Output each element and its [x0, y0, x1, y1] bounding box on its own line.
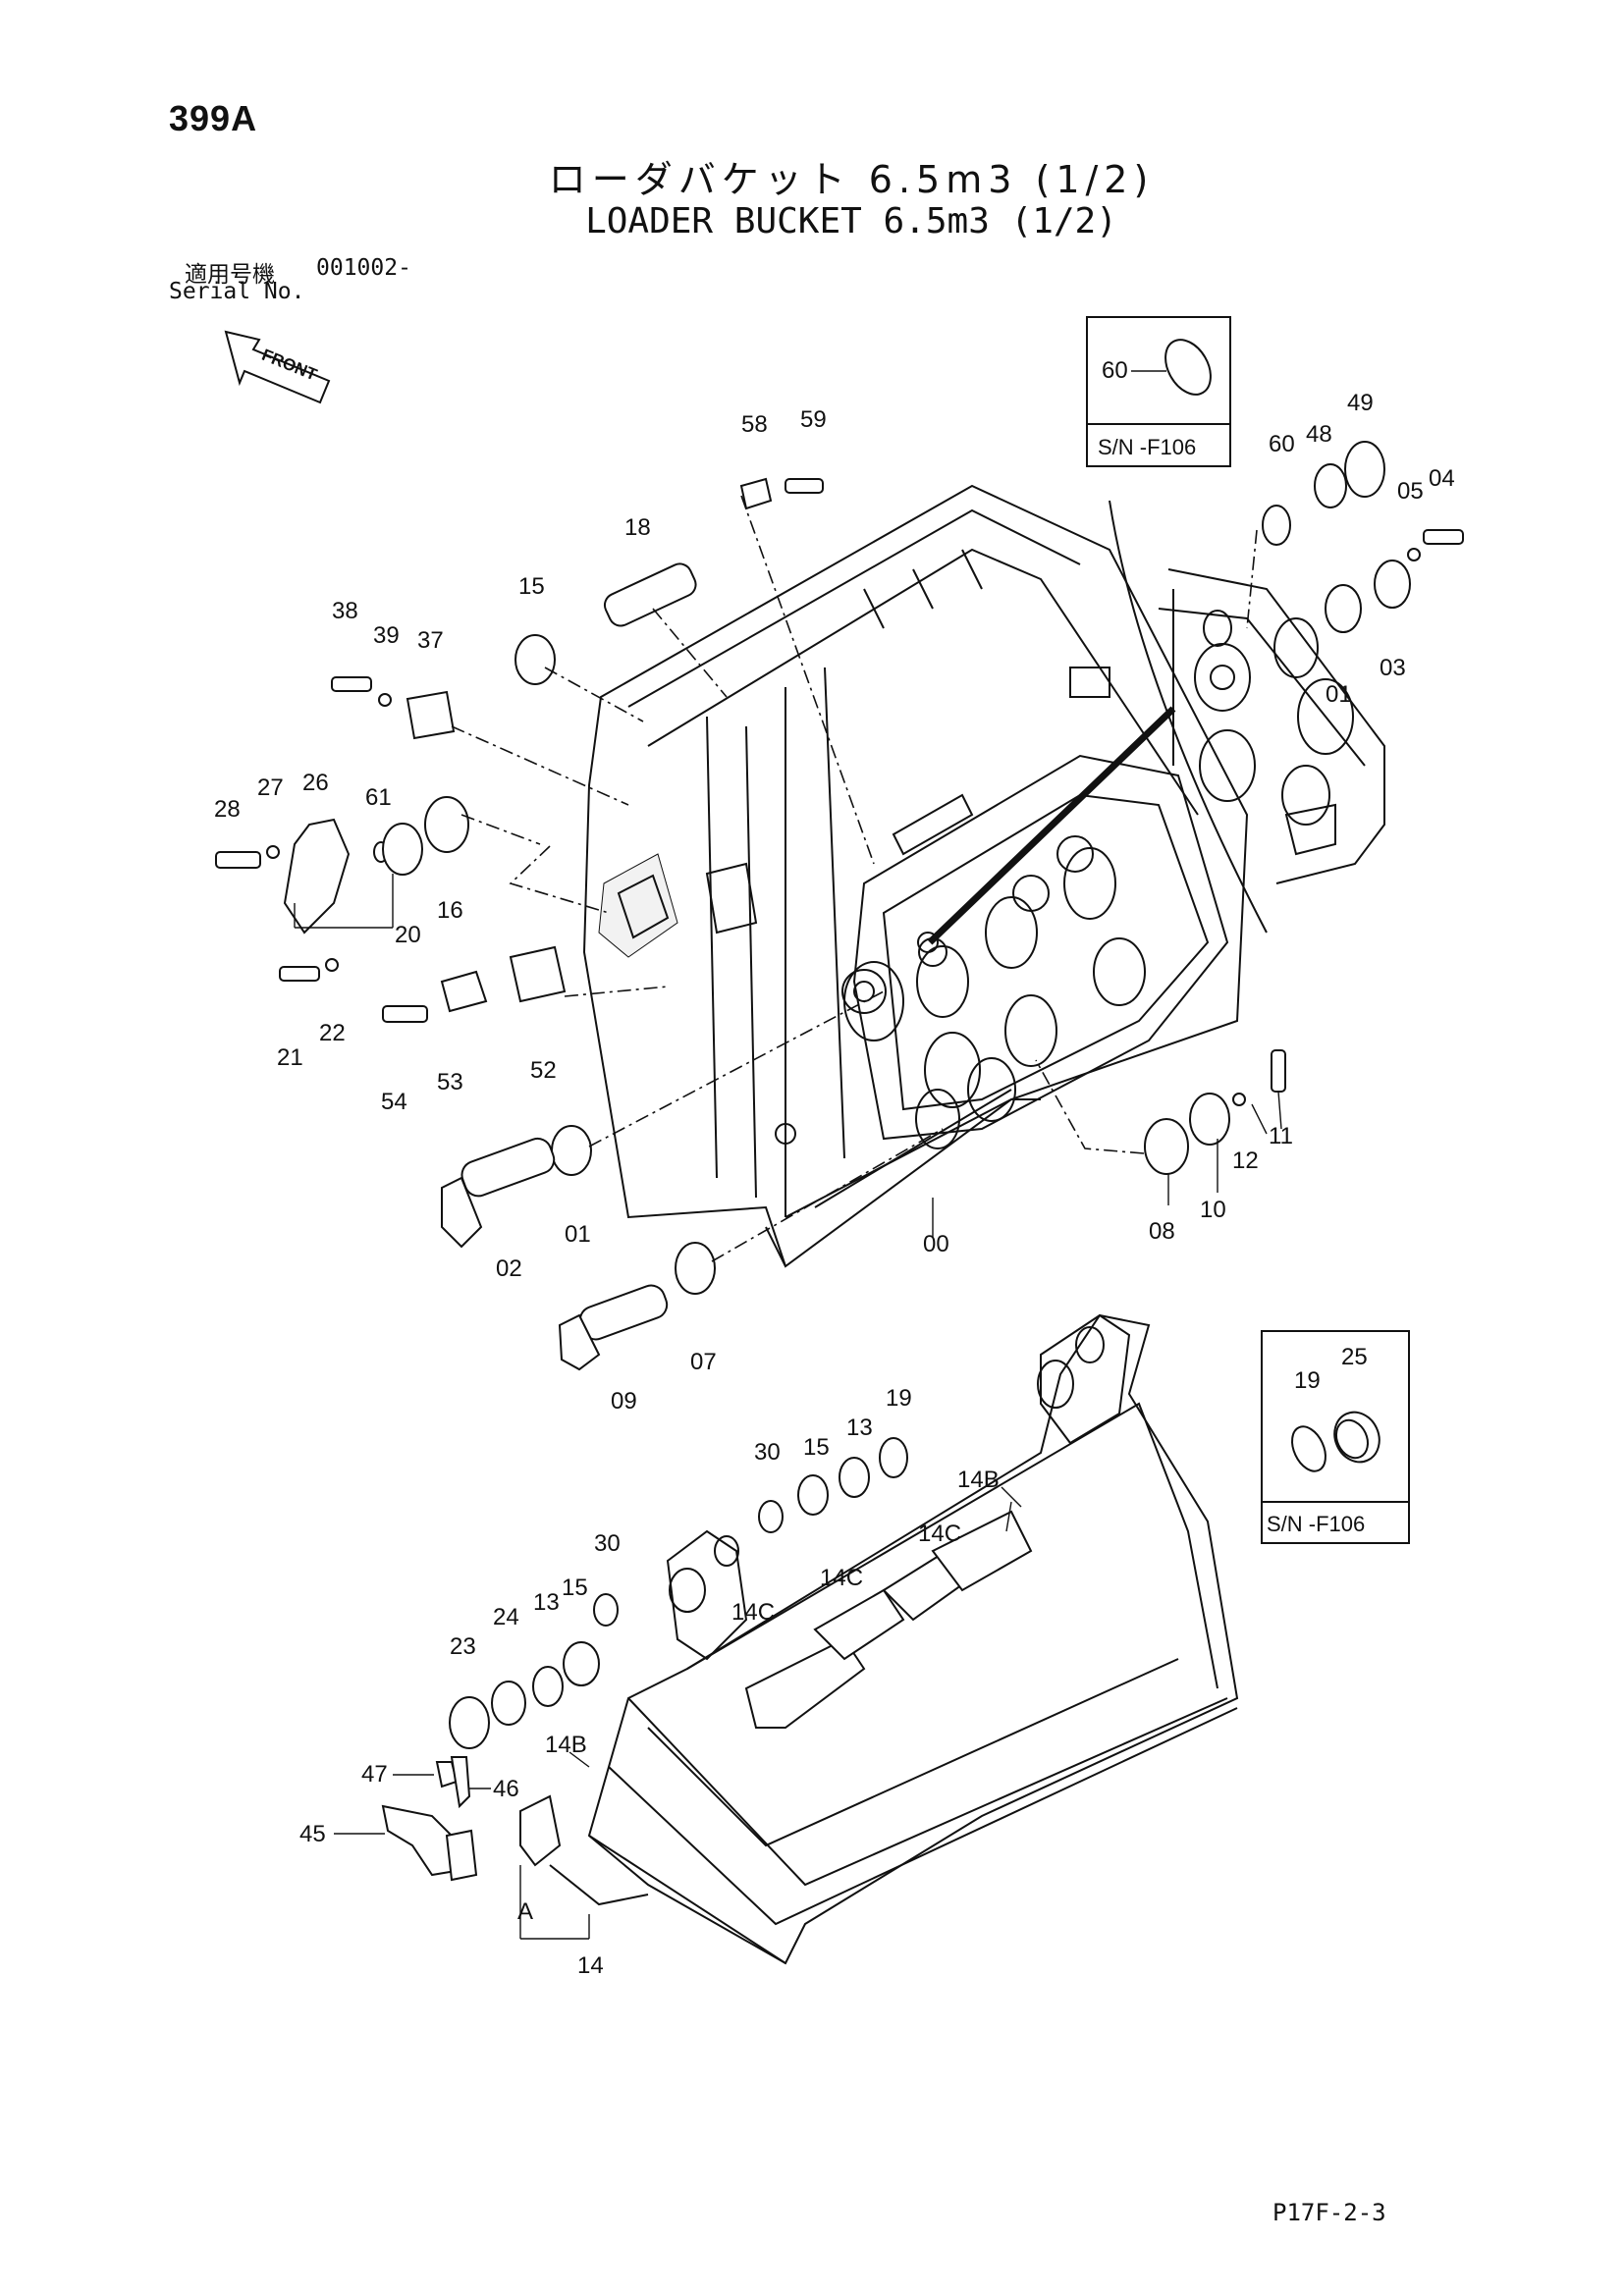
part-label: 16: [437, 897, 463, 924]
part-label: 54: [381, 1089, 407, 1115]
part-label: 58: [741, 411, 768, 438]
part-label: 28: [214, 796, 241, 823]
part-label: 14B: [957, 1467, 1000, 1493]
part-label: 01: [565, 1221, 591, 1248]
part-label: 14C: [820, 1565, 863, 1591]
part-label: 37: [417, 627, 444, 654]
part-label: 48: [1306, 421, 1332, 448]
footer-page-code: P17F-2-3: [1272, 2199, 1386, 2226]
bushing-icon: [1333, 1411, 1380, 1464]
part-label-19-inset: 19: [1294, 1367, 1321, 1394]
part-label: 22: [319, 1020, 346, 1046]
title-english: LOADER BUCKET 6.5m3 (1/2): [585, 201, 1117, 241]
loose-parts: [215, 441, 1464, 1882]
part-label: 59: [800, 406, 827, 433]
side-plate-detail: [927, 500, 1385, 945]
part-label: 12: [1232, 1148, 1259, 1174]
inset-right-note: S/N -F106: [1267, 1512, 1365, 1536]
part-label: 24: [493, 1604, 519, 1630]
part-label: 15: [803, 1434, 830, 1461]
bucket-body: [519, 1313, 1239, 1965]
part-label: 04: [1429, 465, 1455, 492]
part-label: 26: [302, 770, 329, 796]
part-label: 27: [257, 774, 284, 801]
part-label: 52: [530, 1057, 557, 1084]
part-label: 49: [1347, 390, 1374, 416]
part-label: 30: [754, 1439, 781, 1466]
part-label: 46: [493, 1776, 519, 1802]
part-label: 13: [846, 1415, 873, 1441]
title-japanese: ローダバケット 6.5m3 (1/2): [548, 158, 1155, 201]
part-label: 47: [361, 1761, 388, 1788]
part-label: 01: [1326, 681, 1352, 708]
part-label: 20: [395, 922, 421, 948]
inset-box-top: 60 S/N -F106: [1086, 316, 1231, 467]
part-label: 13: [533, 1589, 560, 1616]
part-label: 08: [1149, 1218, 1175, 1245]
part-label: 19: [886, 1385, 912, 1412]
serial-label-japanese: 適用号機: [185, 262, 275, 288]
part-label: 53: [437, 1069, 463, 1095]
inset-box-right: 19 25 S/N -F106: [1261, 1330, 1410, 1544]
part-label: 15: [562, 1575, 588, 1601]
part-label: 14C: [731, 1599, 775, 1626]
part-label: 30: [594, 1530, 621, 1557]
part-label: 10: [1200, 1197, 1226, 1223]
part-label: 18: [624, 514, 651, 541]
part-label: 14C: [918, 1521, 961, 1547]
part-label: 03: [1380, 655, 1406, 681]
part-label: 05: [1397, 478, 1424, 505]
part-label: 15: [518, 573, 545, 600]
part-label: 07: [690, 1349, 717, 1375]
part-label: 11: [1269, 1123, 1293, 1149]
part-label: A: [517, 1898, 533, 1925]
part-label: 14B: [545, 1732, 587, 1758]
part-label-60-inset: 60: [1102, 357, 1128, 384]
part-label: 39: [373, 622, 400, 649]
part-label: 09: [611, 1388, 637, 1415]
front-arrow-icon: FRONT: [224, 330, 331, 404]
leader-lines: [294, 495, 1282, 1940]
part-label: 21: [277, 1044, 303, 1071]
page-number: 399A: [169, 98, 258, 138]
snap-ring-icon: [1164, 339, 1212, 396]
part-label: 38: [332, 598, 358, 624]
part-label: 14: [577, 1952, 604, 1979]
part-label: 00: [923, 1231, 949, 1257]
part-label: 61: [365, 784, 392, 811]
part-label: 02: [496, 1255, 522, 1282]
part-label: 60: [1269, 431, 1295, 457]
serial-number: 001002-: [316, 255, 411, 281]
part-label: 23: [450, 1633, 476, 1660]
part-labels: 00 01 01 02 03 04 05 07 08 09 10 11 12 1…: [214, 390, 1455, 1979]
part-label: 45: [299, 1821, 326, 1847]
snap-ring-icon: [1291, 1425, 1326, 1472]
part-label-25-inset: 25: [1341, 1344, 1368, 1370]
inset-top-note: S/N -F106: [1098, 435, 1196, 459]
serial-label-english: Serial No.: [169, 279, 305, 304]
